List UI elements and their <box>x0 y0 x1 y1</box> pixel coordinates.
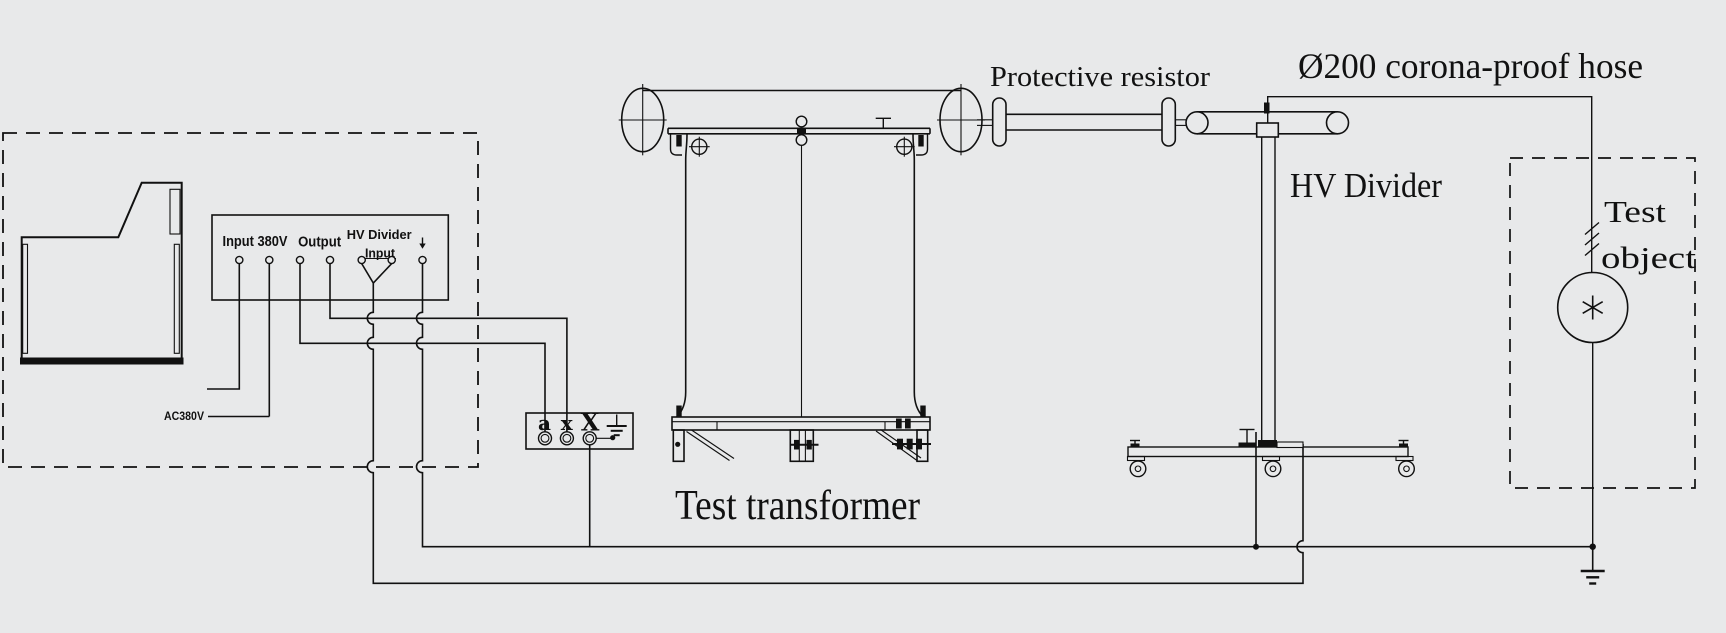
transformer-base <box>671 405 931 463</box>
console-left-panel <box>22 243 29 354</box>
earth-ground-icon <box>606 414 627 437</box>
wiring <box>207 263 1596 585</box>
terminal-output-2[interactable] <box>325 255 335 265</box>
terminal-ground[interactable] <box>418 255 427 265</box>
lv-terminal-box-outline <box>525 412 634 450</box>
resistor-end-cap-right <box>1161 97 1177 147</box>
earth-ground-icon <box>1580 546 1605 585</box>
bolt-icon <box>894 136 915 157</box>
asterisk-lamp-icon <box>1582 295 1604 320</box>
wire-ground-bus <box>415 263 1593 548</box>
protective-resistor <box>977 97 1187 147</box>
divider-input-merge-wires <box>361 263 393 285</box>
terminal-divider-2[interactable] <box>387 255 397 265</box>
console-right-panel <box>173 243 180 354</box>
hv-connection-clamp <box>1264 102 1270 114</box>
terminal-input-2[interactable] <box>264 255 274 265</box>
test-object-label-1: Test <box>1604 194 1666 229</box>
control-cabinet-dashed-boundary <box>2 132 479 468</box>
terminal-output-1[interactable] <box>295 255 305 265</box>
protective-resistor-label: Protective resistor <box>990 61 1210 93</box>
wire-input-1 <box>207 263 241 390</box>
hv-divider <box>1126 96 1593 478</box>
terminal-X[interactable] <box>582 431 597 446</box>
test-object-dashed-boundary <box>1509 157 1696 489</box>
test-object: Test object <box>1509 157 1696 547</box>
wire-hv-divider-input <box>366 283 1304 585</box>
corona-hose-label: Ø200 corona-proof hose <box>1298 46 1643 86</box>
terminal-x-label: x <box>561 411 574 435</box>
ground-stud <box>610 435 616 441</box>
wire-output-to-a <box>299 263 546 432</box>
console-base-bar <box>20 357 184 365</box>
caster-wheel-icon <box>1126 455 1147 478</box>
caster-wheel-icon <box>1261 455 1282 478</box>
junction-dot-divider <box>1253 543 1259 550</box>
resistor-end-cap-left <box>991 97 1007 147</box>
terminal-x[interactable] <box>559 431 575 446</box>
test-transformer-label: Test transformer <box>675 483 920 529</box>
bolt-icon <box>689 136 710 157</box>
panel-output-label: Output <box>298 235 341 251</box>
divider-head-block <box>1255 122 1280 138</box>
control-console <box>20 181 184 365</box>
terminal-divider-1[interactable] <box>357 255 367 265</box>
lv-terminal-box: a x X <box>525 408 634 450</box>
panel-hv-divider-input-label-2: Input <box>365 246 396 261</box>
panel-input-label: Input 380V <box>223 234 288 250</box>
panel-hv-divider-input-label-1: HV Divider <box>347 227 412 242</box>
hose-end-right <box>1325 111 1350 135</box>
terminal-a[interactable] <box>537 431 553 446</box>
ac380v-label: AC380V <box>164 409 204 423</box>
hose-end-left <box>1185 111 1209 135</box>
center-insulator <box>795 115 808 417</box>
divider-stand <box>1126 428 1415 478</box>
down-arrow-icon <box>419 237 426 249</box>
wire-output-to-x <box>329 263 568 432</box>
hv-divider-label: HV Divider <box>1290 166 1442 205</box>
caster-wheel-icon <box>1395 455 1415 478</box>
panel-terminals[interactable] <box>234 255 427 265</box>
terminal-input-1[interactable] <box>234 255 244 265</box>
test-transformer <box>618 84 985 463</box>
corona-sphere-left <box>618 84 667 156</box>
test-object-label-2: object <box>1601 240 1696 275</box>
transformer-top-plate <box>667 117 931 157</box>
tank-wall-right <box>912 133 924 418</box>
tank-wall-left <box>676 133 688 418</box>
terminal-X-label: X <box>581 408 600 437</box>
terminal-a-label: a <box>538 411 551 435</box>
console-outline <box>20 181 183 360</box>
console-slot <box>169 188 181 235</box>
cable-hash-marks <box>1584 221 1600 257</box>
